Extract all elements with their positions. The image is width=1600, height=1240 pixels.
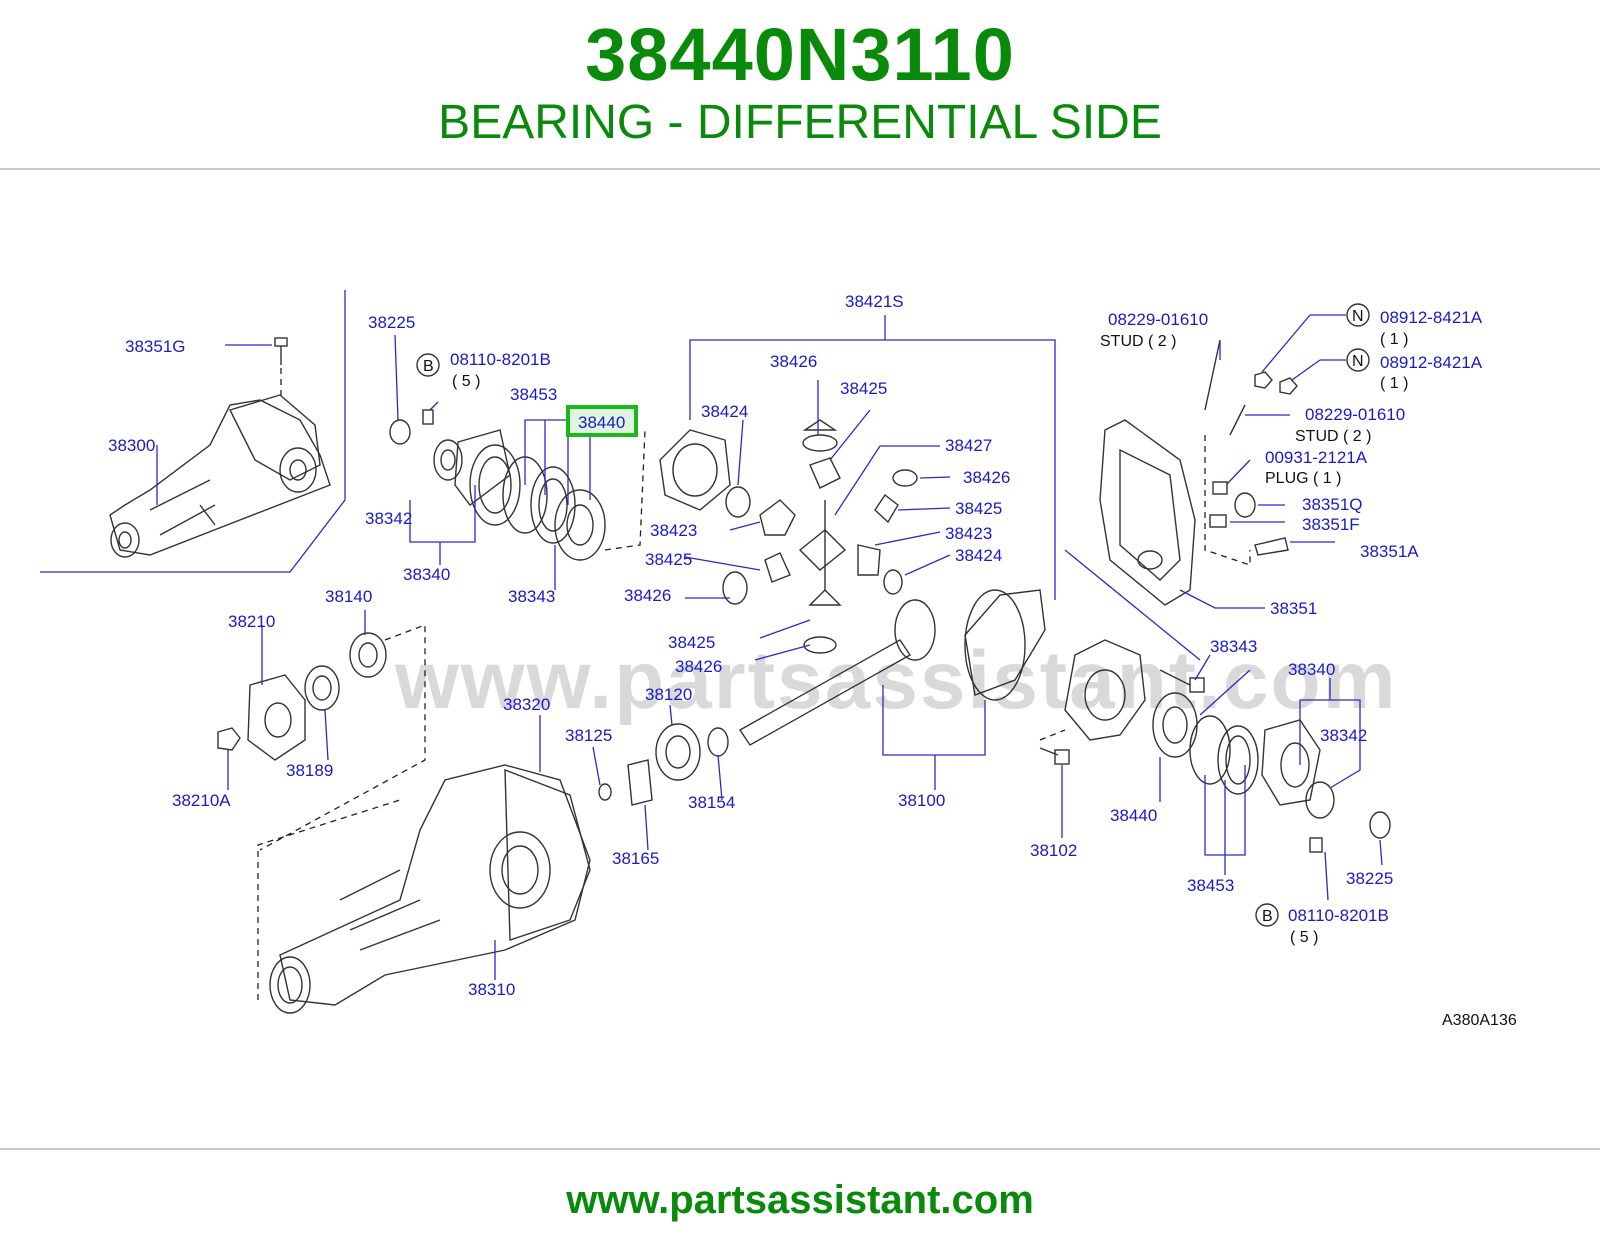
stud-qty-top: STUD ( 2 ) (1100, 333, 1176, 350)
header-divider (0, 168, 1600, 170)
part-description: BEARING - DIFFERENTIAL SIDE (438, 96, 1162, 149)
label-38102[interactable]: 38102 (1030, 841, 1077, 860)
label-38120[interactable]: 38120 (645, 685, 692, 704)
label-38343-left[interactable]: 38343 (508, 587, 555, 606)
qty-1-first: ( 1 ) (1380, 331, 1408, 348)
label-38320[interactable]: 38320 (503, 695, 550, 714)
label-00931[interactable]: 00931-2121A (1265, 448, 1368, 467)
label-08229-mid[interactable]: 08229-01610 (1305, 405, 1405, 424)
label-38225-left[interactable]: 38225 (368, 313, 415, 332)
label-38310[interactable]: 38310 (468, 980, 515, 999)
label-38425-mid[interactable]: 38425 (645, 550, 692, 569)
label-38426-mid[interactable]: 38426 (624, 586, 671, 605)
label-38140[interactable]: 38140 (325, 587, 372, 606)
label-38426-bottom[interactable]: 38426 (675, 657, 722, 676)
label-38340-left[interactable]: 38340 (403, 565, 450, 584)
circle-n-marker-1 (1346, 303, 1370, 327)
label-38351A[interactable]: 38351A (1360, 542, 1419, 561)
label-38125[interactable]: 38125 (565, 726, 612, 745)
label-08110-left[interactable]: 08110-8201B (450, 350, 551, 369)
svg-text:B: B (423, 358, 434, 375)
parts-diagram: www.partsassistant.com 38351G 38300 (40, 290, 1517, 1029)
label-38210A[interactable]: 38210A (172, 791, 231, 810)
right-side-bearing-group (1039, 549, 1391, 901)
stud-qty-mid: STUD ( 2 ) (1295, 428, 1371, 445)
label-38351G[interactable]: 38351G (125, 337, 186, 356)
differential-gears (659, 315, 1056, 661)
qty-1-second: ( 1 ) (1380, 375, 1408, 392)
circle-b-marker-right (1255, 903, 1279, 927)
svg-text:N: N (1352, 353, 1364, 370)
label-38100[interactable]: 38100 (898, 791, 945, 810)
label-38342-right[interactable]: 38342 (1320, 726, 1367, 745)
footer-divider (0, 1148, 1600, 1150)
label-38426-right[interactable]: 38426 (963, 468, 1010, 487)
diagram-code: A380A136 (1442, 1012, 1517, 1029)
label-38453-left[interactable]: 38453 (510, 385, 557, 404)
label-38453-right[interactable]: 38453 (1187, 876, 1234, 895)
footer-url[interactable]: www.partsassistant.com (566, 1178, 1034, 1222)
label-38342-left[interactable]: 38342 (365, 509, 412, 528)
label-38425-top[interactable]: 38425 (840, 379, 887, 398)
inset-assembly (40, 290, 346, 573)
label-38154[interactable]: 38154 (688, 793, 735, 812)
pinion-front-group (217, 610, 426, 851)
label-38423-left[interactable]: 38423 (650, 521, 697, 540)
part-number: 38440N3110 (585, 13, 1015, 96)
label-38425-right[interactable]: 38425 (955, 499, 1002, 518)
label-08110-right[interactable]: 08110-8201B (1288, 906, 1389, 925)
circle-n-marker-2 (1346, 348, 1370, 372)
carrier-housing (257, 715, 591, 1014)
label-38351F[interactable]: 38351F (1302, 515, 1360, 534)
label-38189[interactable]: 38189 (286, 761, 333, 780)
highlight-38440[interactable] (566, 405, 638, 437)
label-38225-right[interactable]: 38225 (1346, 869, 1393, 888)
svg-text:B: B (1262, 908, 1273, 925)
label-38440-highlight[interactable]: 38440 (578, 413, 625, 432)
label-38300[interactable]: 38300 (108, 436, 155, 455)
label-38424-top[interactable]: 38424 (701, 402, 748, 421)
header: 38440N3110 BEARING - DIFFERENTIAL SIDE (0, 0, 1600, 170)
label-38351Q[interactable]: 38351Q (1302, 495, 1363, 514)
watermark: www.partsassistant.com (394, 635, 1398, 726)
label-38427[interactable]: 38427 (945, 436, 992, 455)
pinion-shaft-group (592, 589, 1046, 851)
circle-b-marker (416, 353, 440, 377)
label-08229-top[interactable]: 08229-01610 (1108, 310, 1208, 329)
label-38425-bottom[interactable]: 38425 (668, 633, 715, 652)
left-side-bearing-group (389, 334, 646, 590)
label-38423-right[interactable]: 38423 (945, 524, 992, 543)
svg-text:N: N (1352, 308, 1364, 325)
label-38343-right[interactable]: 38343 (1210, 637, 1257, 656)
label-38165[interactable]: 38165 (612, 849, 659, 868)
label-38421S[interactable]: 38421S (845, 292, 904, 311)
label-38426-top[interactable]: 38426 (770, 352, 817, 371)
label-38210[interactable]: 38210 (228, 612, 275, 631)
label-38340-right[interactable]: 38340 (1288, 660, 1335, 679)
label-38440-right[interactable]: 38440 (1110, 806, 1157, 825)
rear-cover-group (1099, 314, 1346, 609)
qty-5-right: ( 5 ) (1290, 929, 1318, 946)
label-38424-right[interactable]: 38424 (955, 546, 1002, 565)
label-08912-first[interactable]: 08912-8421A (1380, 308, 1483, 327)
label-08912-second[interactable]: 08912-8421A (1380, 353, 1483, 372)
qty-5-left: ( 5 ) (452, 373, 480, 390)
plug-qty: PLUG ( 1 ) (1265, 470, 1341, 487)
label-38351[interactable]: 38351 (1270, 599, 1317, 618)
